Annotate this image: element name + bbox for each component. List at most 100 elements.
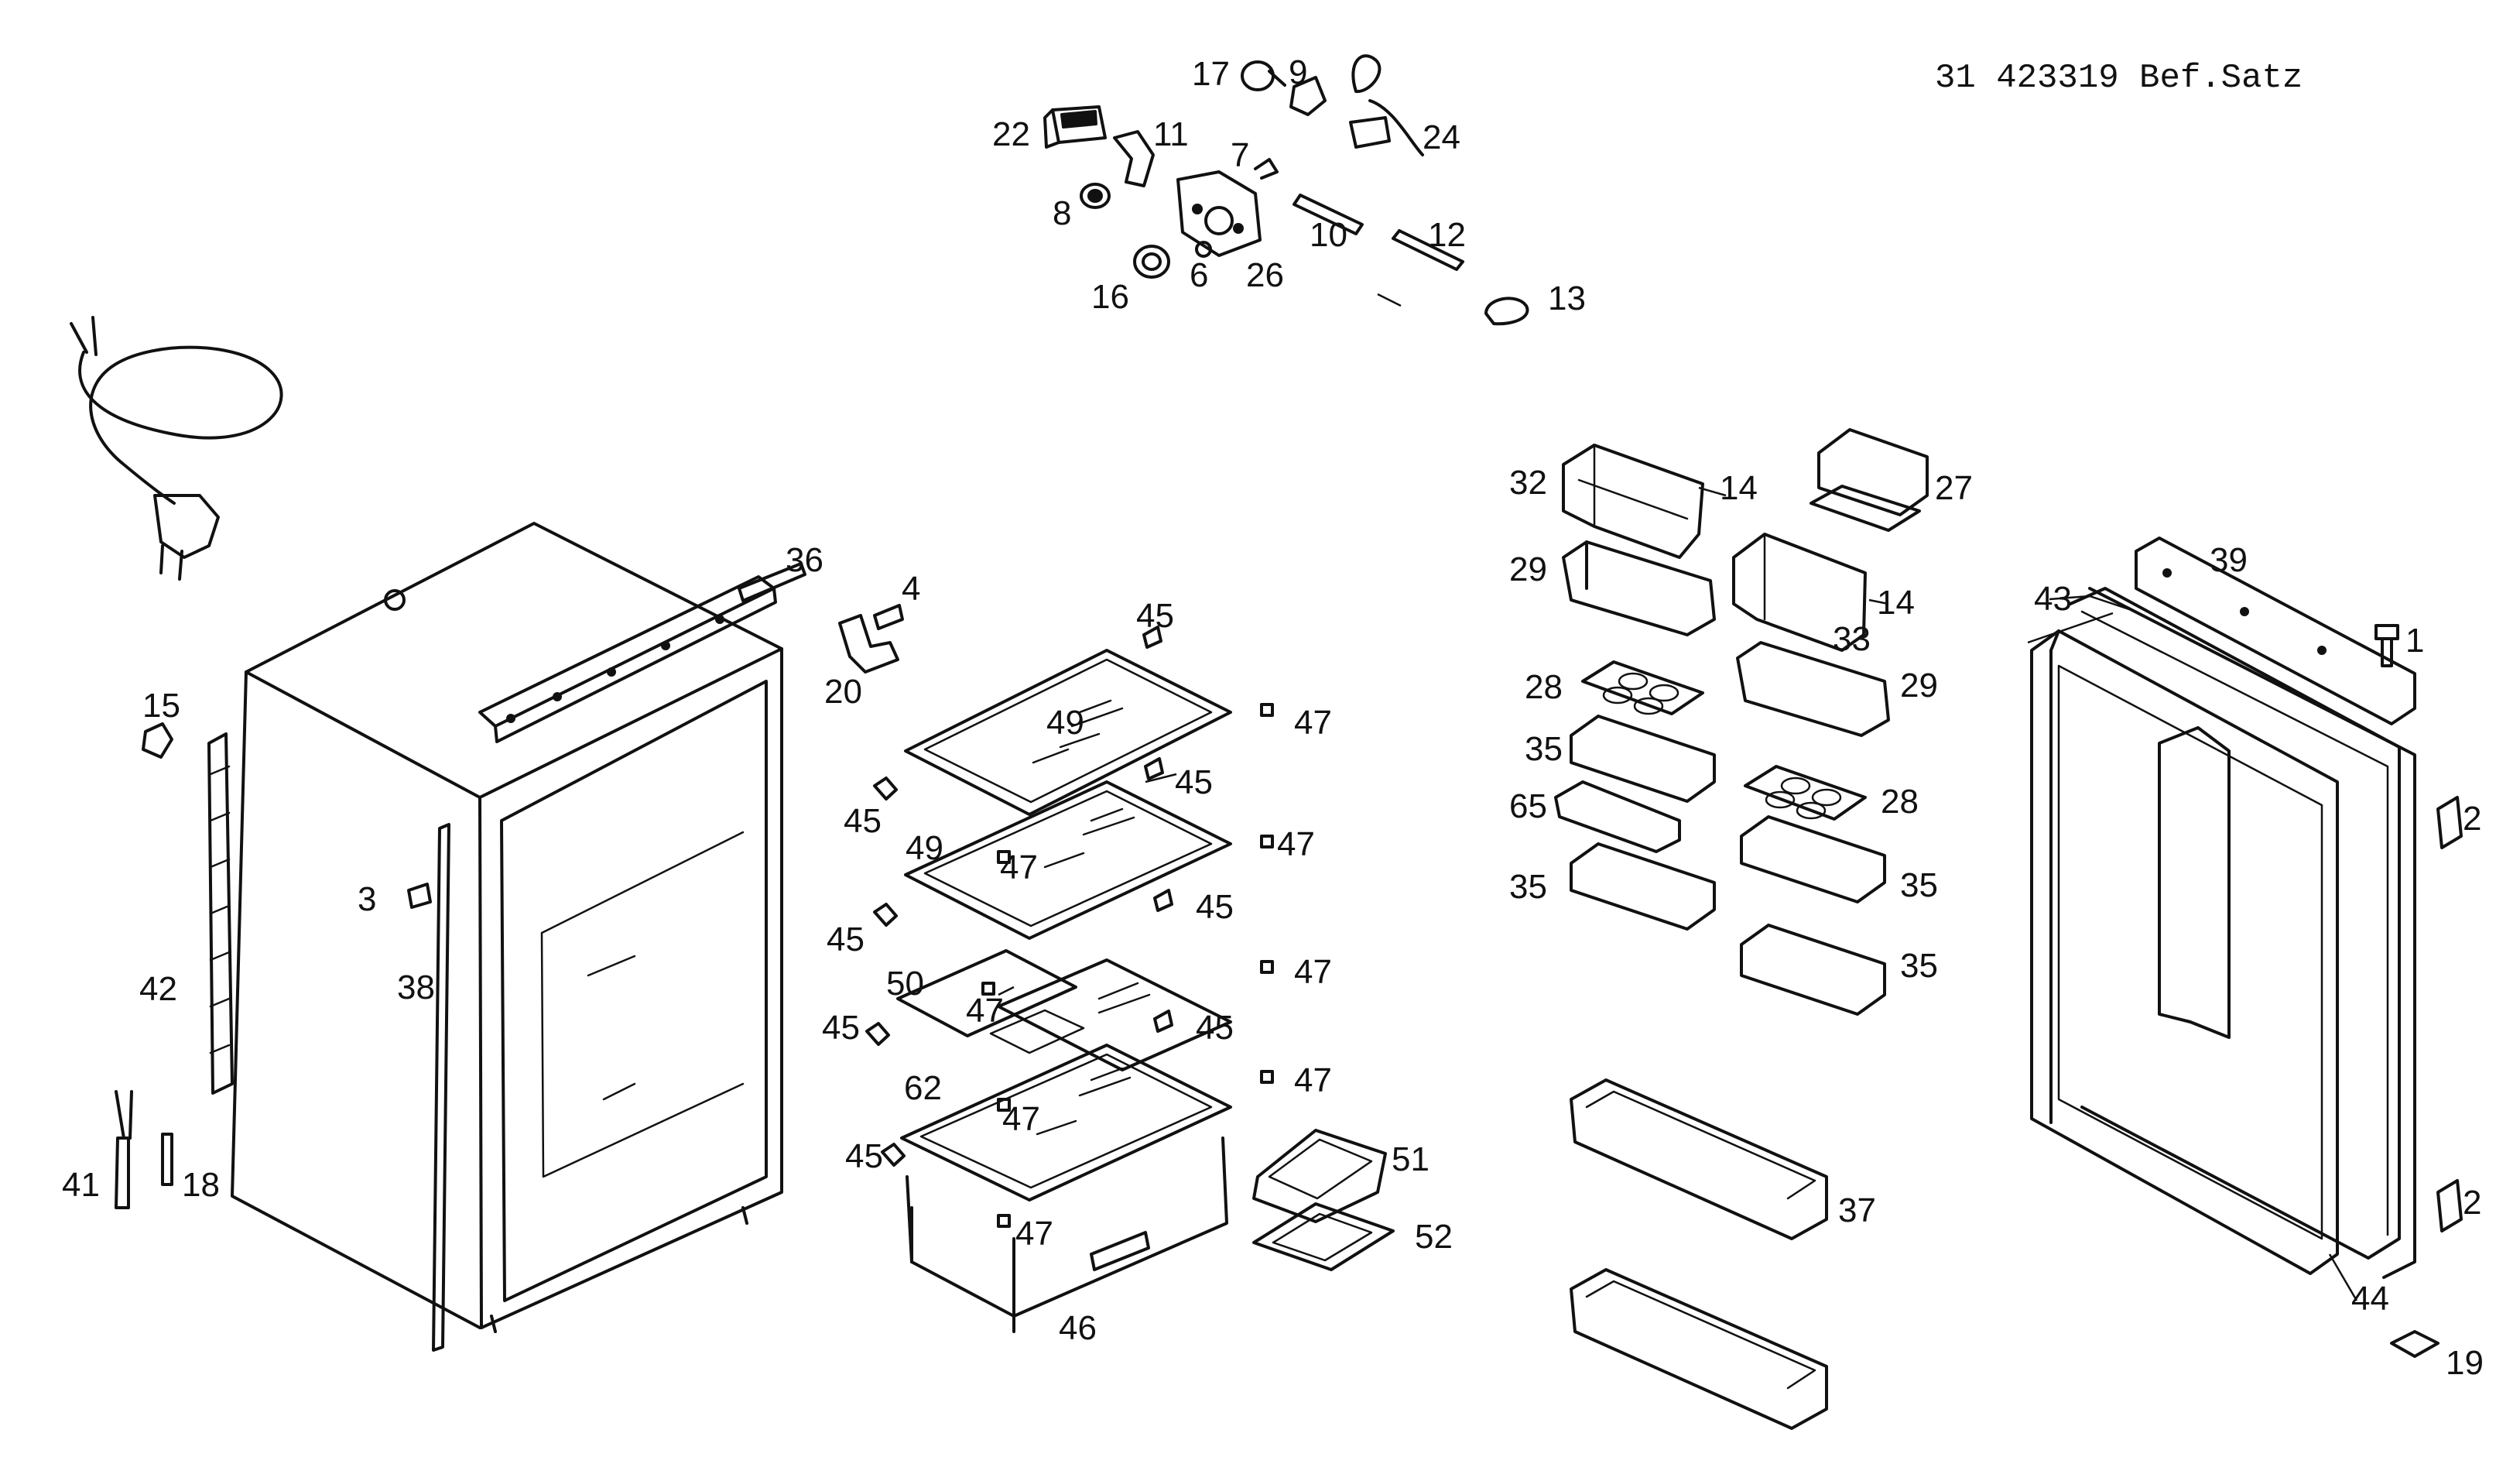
label-24: 24 bbox=[1423, 118, 1460, 156]
label-12: 12 bbox=[1428, 216, 1466, 254]
label-45-b: 45 bbox=[1175, 763, 1213, 801]
label-42: 42 bbox=[139, 970, 177, 1008]
label-38: 38 bbox=[397, 968, 435, 1006]
shelf-cover-65 bbox=[1554, 780, 1681, 853]
shelf-pin-47-c bbox=[1260, 960, 1274, 974]
shelf-pin-47-b bbox=[1260, 835, 1274, 848]
shelf-pin-47-d bbox=[1260, 1070, 1274, 1084]
screw-1 bbox=[2374, 624, 2399, 667]
shelf-support-45-f bbox=[1153, 1010, 1173, 1033]
glass-shelf-upper bbox=[904, 649, 1232, 816]
label-27: 27 bbox=[1935, 469, 1973, 507]
label-17: 17 bbox=[1192, 55, 1230, 93]
label-20: 20 bbox=[824, 673, 862, 711]
label-9: 9 bbox=[1289, 53, 1307, 91]
label-36: 36 bbox=[786, 541, 823, 579]
hinge-bearing bbox=[838, 614, 899, 674]
label-49-b: 49 bbox=[906, 829, 943, 867]
label-35-d: 35 bbox=[1900, 947, 1938, 985]
door-shelf-35-d bbox=[1740, 924, 1886, 1016]
egg-tray-28-b bbox=[1744, 765, 1867, 821]
freezer-flap-33 bbox=[1732, 533, 1867, 652]
label-1: 1 bbox=[2405, 622, 2424, 660]
label-4: 4 bbox=[902, 570, 920, 608]
label-3: 3 bbox=[358, 880, 376, 918]
hinge-bracket bbox=[738, 562, 806, 602]
label-35-c: 35 bbox=[1900, 866, 1938, 904]
freezer-flap-32 bbox=[1562, 444, 1704, 559]
label-29-b: 29 bbox=[1900, 667, 1938, 705]
shelf-support-45-top bbox=[1142, 626, 1162, 649]
glass-shelf-second bbox=[904, 780, 1232, 940]
door-shelf-29-a bbox=[1562, 540, 1716, 636]
butter-tray bbox=[1252, 1129, 1387, 1223]
label-52: 52 bbox=[1415, 1218, 1453, 1256]
door-gasket-43 bbox=[2069, 587, 2401, 1260]
label-33: 33 bbox=[1833, 620, 1871, 658]
door-shelf-35-a bbox=[1570, 715, 1716, 803]
shelf-pin-47-g bbox=[997, 1098, 1011, 1112]
shelf-support-45-e bbox=[865, 1022, 890, 1046]
label-45-d: 45 bbox=[1196, 888, 1234, 926]
shelf-support-45-b bbox=[1144, 757, 1164, 780]
label-45-f: 45 bbox=[1196, 1009, 1234, 1047]
crisper-drawer bbox=[906, 1136, 1228, 1333]
label-28-a: 28 bbox=[1525, 668, 1563, 706]
label-15: 15 bbox=[142, 687, 180, 725]
shelf-support-45-g bbox=[881, 1143, 906, 1167]
label-47-d: 47 bbox=[1294, 1061, 1332, 1099]
label-50: 50 bbox=[886, 965, 924, 1003]
label-7: 7 bbox=[1231, 136, 1249, 174]
shelf-pin-47-f bbox=[981, 982, 995, 996]
label-45-g: 45 bbox=[845, 1137, 883, 1175]
door-panel bbox=[2030, 629, 2339, 1275]
label-14-upper: 14 bbox=[1720, 469, 1758, 507]
label-45-c: 45 bbox=[827, 920, 865, 958]
door-handle-2-lower bbox=[2436, 1179, 2463, 1232]
label-62: 62 bbox=[904, 1069, 942, 1107]
label-13: 13 bbox=[1548, 279, 1586, 317]
label-51: 51 bbox=[1392, 1140, 1429, 1178]
label-47-g: 47 bbox=[1002, 1100, 1040, 1138]
label-47-e: 47 bbox=[1000, 848, 1038, 886]
leader-lines bbox=[998, 293, 2358, 1301]
label-45-a: 45 bbox=[844, 802, 882, 840]
door-handle-2-upper bbox=[2436, 796, 2463, 849]
label-29-a: 29 bbox=[1509, 550, 1547, 588]
label-39: 39 bbox=[2210, 541, 2248, 579]
label-8: 8 bbox=[1053, 194, 1071, 232]
label-45-top: 45 bbox=[1136, 597, 1174, 635]
label-6: 6 bbox=[1190, 256, 1208, 294]
label-41: 41 bbox=[62, 1166, 100, 1204]
control-parts-cluster bbox=[1043, 54, 1529, 326]
bottle-shelf-48 bbox=[1570, 1268, 1828, 1430]
label-2-lower: 2 bbox=[2463, 1184, 2481, 1222]
label-26: 26 bbox=[1246, 256, 1284, 294]
mounting-clip bbox=[142, 722, 173, 759]
label-37: 37 bbox=[1838, 1191, 1876, 1229]
kit-number-label: 31 423319 Bef.Satz bbox=[1935, 59, 2303, 98]
shelf-pin-47-e bbox=[997, 850, 1011, 864]
shelf-support-45-a bbox=[873, 776, 898, 800]
hinge-plate-19 bbox=[2390, 1330, 2440, 1358]
door-shelf-35-b bbox=[1740, 815, 1886, 903]
label-16: 16 bbox=[1091, 278, 1129, 316]
label-14-lower: 14 bbox=[1877, 584, 1915, 622]
cabinet-body bbox=[207, 522, 783, 1352]
label-19: 19 bbox=[2446, 1344, 2484, 1382]
glass-shelf-lower bbox=[900, 1044, 1232, 1202]
label-44: 44 bbox=[2351, 1280, 2389, 1318]
label-32: 32 bbox=[1509, 464, 1547, 502]
part-labels: 1 2 2 3 4 6 7 8 9 10 11 12 13 14 14 15 1… bbox=[62, 53, 2484, 1382]
label-47-f: 47 bbox=[966, 992, 1004, 1030]
label-46: 46 bbox=[1059, 1309, 1097, 1347]
label-28-b: 28 bbox=[1881, 783, 1919, 821]
shelf-support-45-d bbox=[1153, 889, 1173, 912]
label-47-b: 47 bbox=[1277, 825, 1315, 863]
label-10: 10 bbox=[1310, 216, 1347, 254]
power-cord-with-plug bbox=[70, 316, 283, 581]
label-45-e: 45 bbox=[822, 1009, 860, 1047]
bottle-shelf-37 bbox=[1570, 1078, 1828, 1240]
door-shelf-35-c bbox=[1570, 842, 1716, 931]
